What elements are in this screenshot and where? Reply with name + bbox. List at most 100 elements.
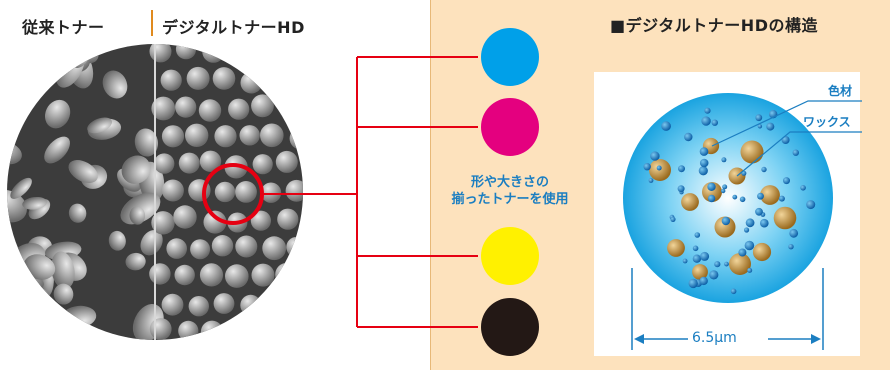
wax-dot [729, 253, 751, 275]
conventional-particle [44, 136, 70, 164]
colorant-dot [694, 232, 701, 238]
wax-dot [702, 182, 722, 202]
colorant-dot [760, 218, 769, 228]
wax-label: ワックス [803, 115, 851, 129]
digital-particle [213, 293, 235, 314]
colorant-dot [650, 151, 660, 161]
conventional-particle [68, 203, 87, 223]
conventional-particle [68, 160, 98, 183]
colorant-dot [699, 276, 708, 286]
conventional-particle [87, 117, 112, 134]
colorant-dot [783, 177, 790, 185]
colorant-dot [792, 149, 799, 156]
conventional-particle [140, 230, 163, 256]
digital-particle [199, 150, 222, 172]
colorant-dot [730, 288, 737, 295]
usage-line-1: 形や大きさの [470, 175, 549, 190]
connector-lines [262, 56, 478, 328]
digital-particle [260, 182, 282, 203]
digital-particle [175, 44, 197, 60]
wax-dot [752, 242, 772, 262]
digital-particle [253, 323, 274, 340]
wax-dot [760, 185, 780, 205]
digital-particle [286, 68, 303, 89]
colorant-dot [721, 157, 727, 163]
conventional-particle [23, 254, 56, 280]
digital-particle [173, 205, 197, 229]
conventional-particle [134, 128, 159, 157]
colorant-dot [744, 240, 755, 251]
digital-particle [214, 125, 237, 148]
conventional-particle [10, 177, 32, 199]
conventional-particle [108, 230, 126, 251]
colorant-dot [678, 165, 685, 173]
wax-dot [740, 140, 764, 164]
colorant-dot [721, 216, 731, 226]
conventional-particle [44, 99, 71, 129]
colorant-dot [745, 218, 755, 228]
label-separator [151, 10, 153, 36]
colorant-dot [738, 248, 747, 257]
digital-particle [190, 239, 211, 260]
digital-particle [228, 98, 250, 120]
wax-dot [667, 239, 685, 257]
wax-dot [714, 216, 736, 238]
digital-particle [264, 290, 287, 313]
digital-particle [275, 262, 299, 287]
colorant-dot [701, 116, 711, 126]
digital-particle [235, 181, 257, 203]
conventional-particle [102, 70, 128, 99]
yellow-toner-dot [481, 227, 539, 285]
colorant-dot [643, 163, 651, 171]
colorant-dot [800, 185, 806, 191]
colorant-dot [656, 165, 662, 171]
digital-particle [250, 44, 271, 62]
colorant-dot [661, 121, 671, 131]
digital-particle [279, 98, 301, 120]
colorant-dot [761, 166, 767, 173]
colorant-dot [714, 261, 721, 268]
digital-toner-label: デジタルトナーHD [162, 18, 305, 37]
conventional-toner-label: 従来トナー [22, 18, 105, 37]
colorant-dot [721, 188, 726, 194]
digital-particle [239, 125, 260, 146]
toner-particle [623, 93, 833, 303]
colorant-dot [698, 166, 708, 176]
digital-particle [161, 125, 185, 148]
digital-particle [175, 96, 197, 118]
digital-particle [273, 44, 297, 66]
digital-particle [250, 210, 271, 231]
colorant-dot [692, 254, 702, 263]
digital-particle [149, 263, 171, 285]
colorant-dot [722, 184, 728, 190]
structure-title: ■デジタルトナーHDの構造 [610, 16, 818, 35]
digital-particle [199, 263, 224, 287]
digital-particle [277, 208, 299, 230]
digital-particle [289, 290, 303, 313]
digital-particle [211, 235, 234, 257]
digital-particle [149, 318, 172, 340]
size-dimension [631, 268, 824, 350]
colorant-dot [700, 251, 710, 261]
colorant-dot [704, 107, 711, 114]
digital-particle [161, 179, 184, 202]
size-label: 6.5μm [692, 330, 737, 346]
digital-particle [186, 66, 210, 90]
digital-particle [251, 263, 275, 287]
colorant-dot [766, 122, 775, 131]
conventional-particle [22, 196, 47, 210]
callout-lines [711, 100, 862, 177]
colorant-dot [755, 207, 763, 216]
digital-particle [151, 96, 176, 121]
digital-particle [198, 99, 222, 122]
colorant-dot [684, 132, 693, 142]
digital-particle [262, 236, 287, 261]
digital-particle [223, 322, 246, 340]
colorant-dot [707, 194, 716, 203]
conventional-particle [125, 252, 146, 271]
conventional-particle [53, 283, 74, 305]
conventional-particle [121, 155, 151, 184]
colorant-dot [744, 227, 750, 233]
microscope-view [7, 44, 303, 340]
colorant-dot [682, 258, 688, 264]
